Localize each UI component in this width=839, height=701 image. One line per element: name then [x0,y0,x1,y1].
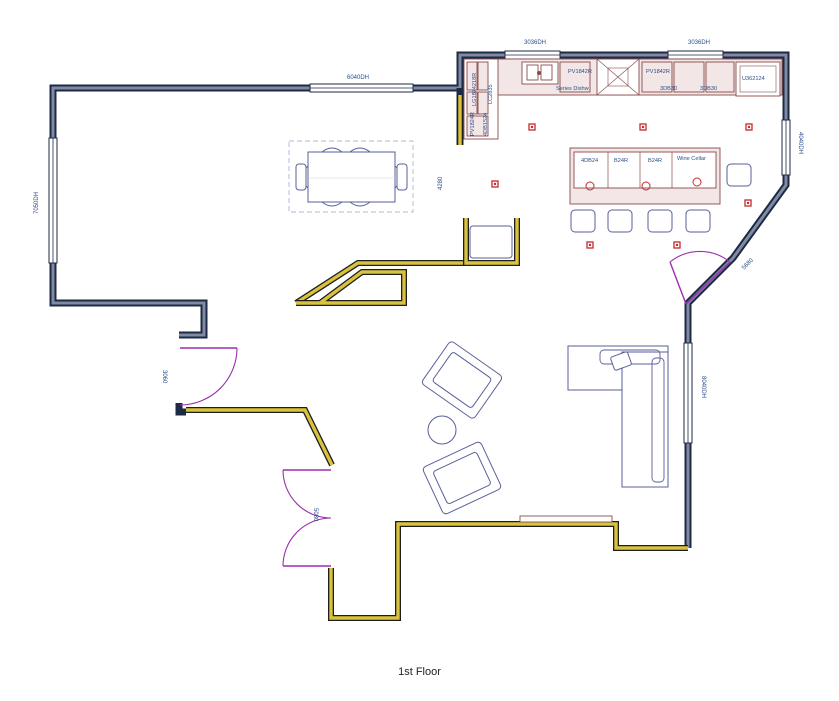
window-label-right-upper: 4040DH [797,132,803,154]
cabinet-label-back-4: 3DB30 [700,86,717,92]
door-label-corner: 5680 [741,257,755,271]
island-label-1: 4DB24 [581,158,598,164]
cabinet-label-tall-2: PV1824R [470,112,476,136]
sectional-sofa [567,345,669,488]
new-walls [186,95,688,621]
cabinet-label-sink: LC2835 [488,84,494,104]
window-label-kitchen-right: 3036DH [688,40,710,46]
kitchen-island [569,147,721,205]
window-label-top-left: 6040DH [347,75,369,81]
dining-table [288,140,414,213]
niche-bench [469,225,513,259]
cabinet-label-tall-3: 4DB1524 [483,113,489,136]
island-label-2: B24R [614,158,628,164]
window-label-right-lower: 8040DH [700,376,706,398]
cabinet-label-tall-1: LG1874218R [472,73,478,106]
dimension-label: 4280 [438,176,444,190]
cabinet-label-dishwasher: Series Dishw [556,86,590,92]
cabinet-label-back-2: PV1842R [646,69,670,75]
kitchen-back-cabinets [463,58,783,140]
door-left-entry[interactable] [176,340,238,406]
exterior-walls [49,51,790,548]
cabinet-label-back-3: 3DB30 [660,86,677,92]
door-corner[interactable] [669,250,731,305]
armchair-top [421,341,503,419]
door-patio[interactable] [282,468,335,568]
island-label-4: Wine Cellar [677,156,706,162]
cabinet-label-back-1: PV1842R [568,69,592,75]
floor-title: 1st Floor [398,666,441,678]
cabinet-label-back-5: U362124 [742,76,765,82]
electrical-markers [491,123,753,249]
windows [48,50,791,523]
side-table [427,415,457,445]
island-label-3: B24R [648,158,662,164]
window-bottom [519,515,613,523]
door-label-left-entry: 3060 [161,370,167,384]
window-label-left-side: 7050DH [34,192,40,214]
island-stools [570,163,752,233]
door-label-patio: 5080 [312,508,318,522]
window-label-kitchen-left: 3036DH [524,40,546,46]
armchair-bottom [422,441,502,515]
